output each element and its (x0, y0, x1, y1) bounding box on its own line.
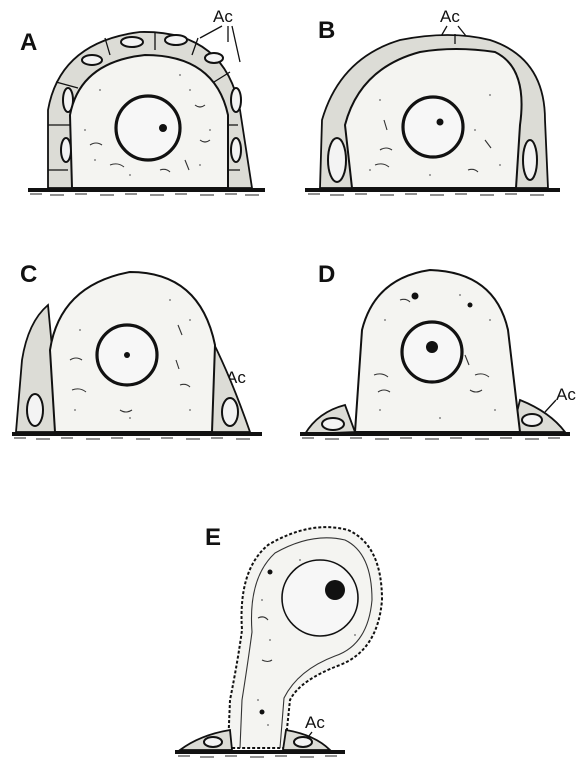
basement-hatch-a (30, 194, 259, 195)
ac-nucleus-c-left (27, 394, 43, 426)
nucleus-e (282, 560, 358, 636)
basement-hatch-c (14, 438, 250, 439)
ac-nucleus-b-right (523, 140, 537, 180)
ac-nucleus-b-left (328, 138, 346, 182)
ac-label-e: Ac (305, 713, 325, 732)
panel-d: D Ac (300, 261, 576, 439)
nucleolus-b (437, 119, 444, 126)
panel-letter-e: E (205, 524, 221, 551)
nucleus-b (403, 97, 463, 157)
panel-letter-b: B (318, 17, 335, 44)
panel-b: B Ac (305, 7, 560, 195)
basement-hatch-d (302, 438, 560, 439)
granule-e-2 (260, 710, 265, 715)
basement-hatch-e (178, 756, 337, 757)
panel-a: A Ac (20, 7, 265, 195)
nucleolus-a (159, 124, 167, 132)
ac-nucleus-d-left (322, 418, 344, 430)
nucleolus-e (325, 580, 345, 600)
basement-hatch-b (308, 194, 544, 195)
ac-nucleus-d-right (522, 414, 542, 426)
ac-label-d: Ac (556, 385, 576, 404)
panel-e: E Ac (175, 524, 382, 757)
nucleolus-c (124, 352, 130, 358)
ac-nucleus-e-right (294, 737, 312, 747)
granule-d-2 (468, 303, 473, 308)
granule-d-1 (412, 293, 419, 300)
nucleolus-d (426, 341, 438, 353)
ac-label-a: Ac (213, 7, 233, 26)
nucleus-a (116, 96, 180, 160)
ac-nucleus-e-left (204, 737, 222, 747)
panel-letter-c: C (20, 261, 37, 288)
granule-e-1 (268, 570, 273, 575)
panel-c: C Ac (12, 261, 262, 439)
ac-nucleus-c-right (222, 398, 238, 426)
ac-label-b: Ac (440, 7, 460, 26)
ac-leader-d (545, 400, 556, 412)
panel-letter-a: A (20, 29, 37, 56)
panel-letter-d: D (318, 261, 335, 288)
